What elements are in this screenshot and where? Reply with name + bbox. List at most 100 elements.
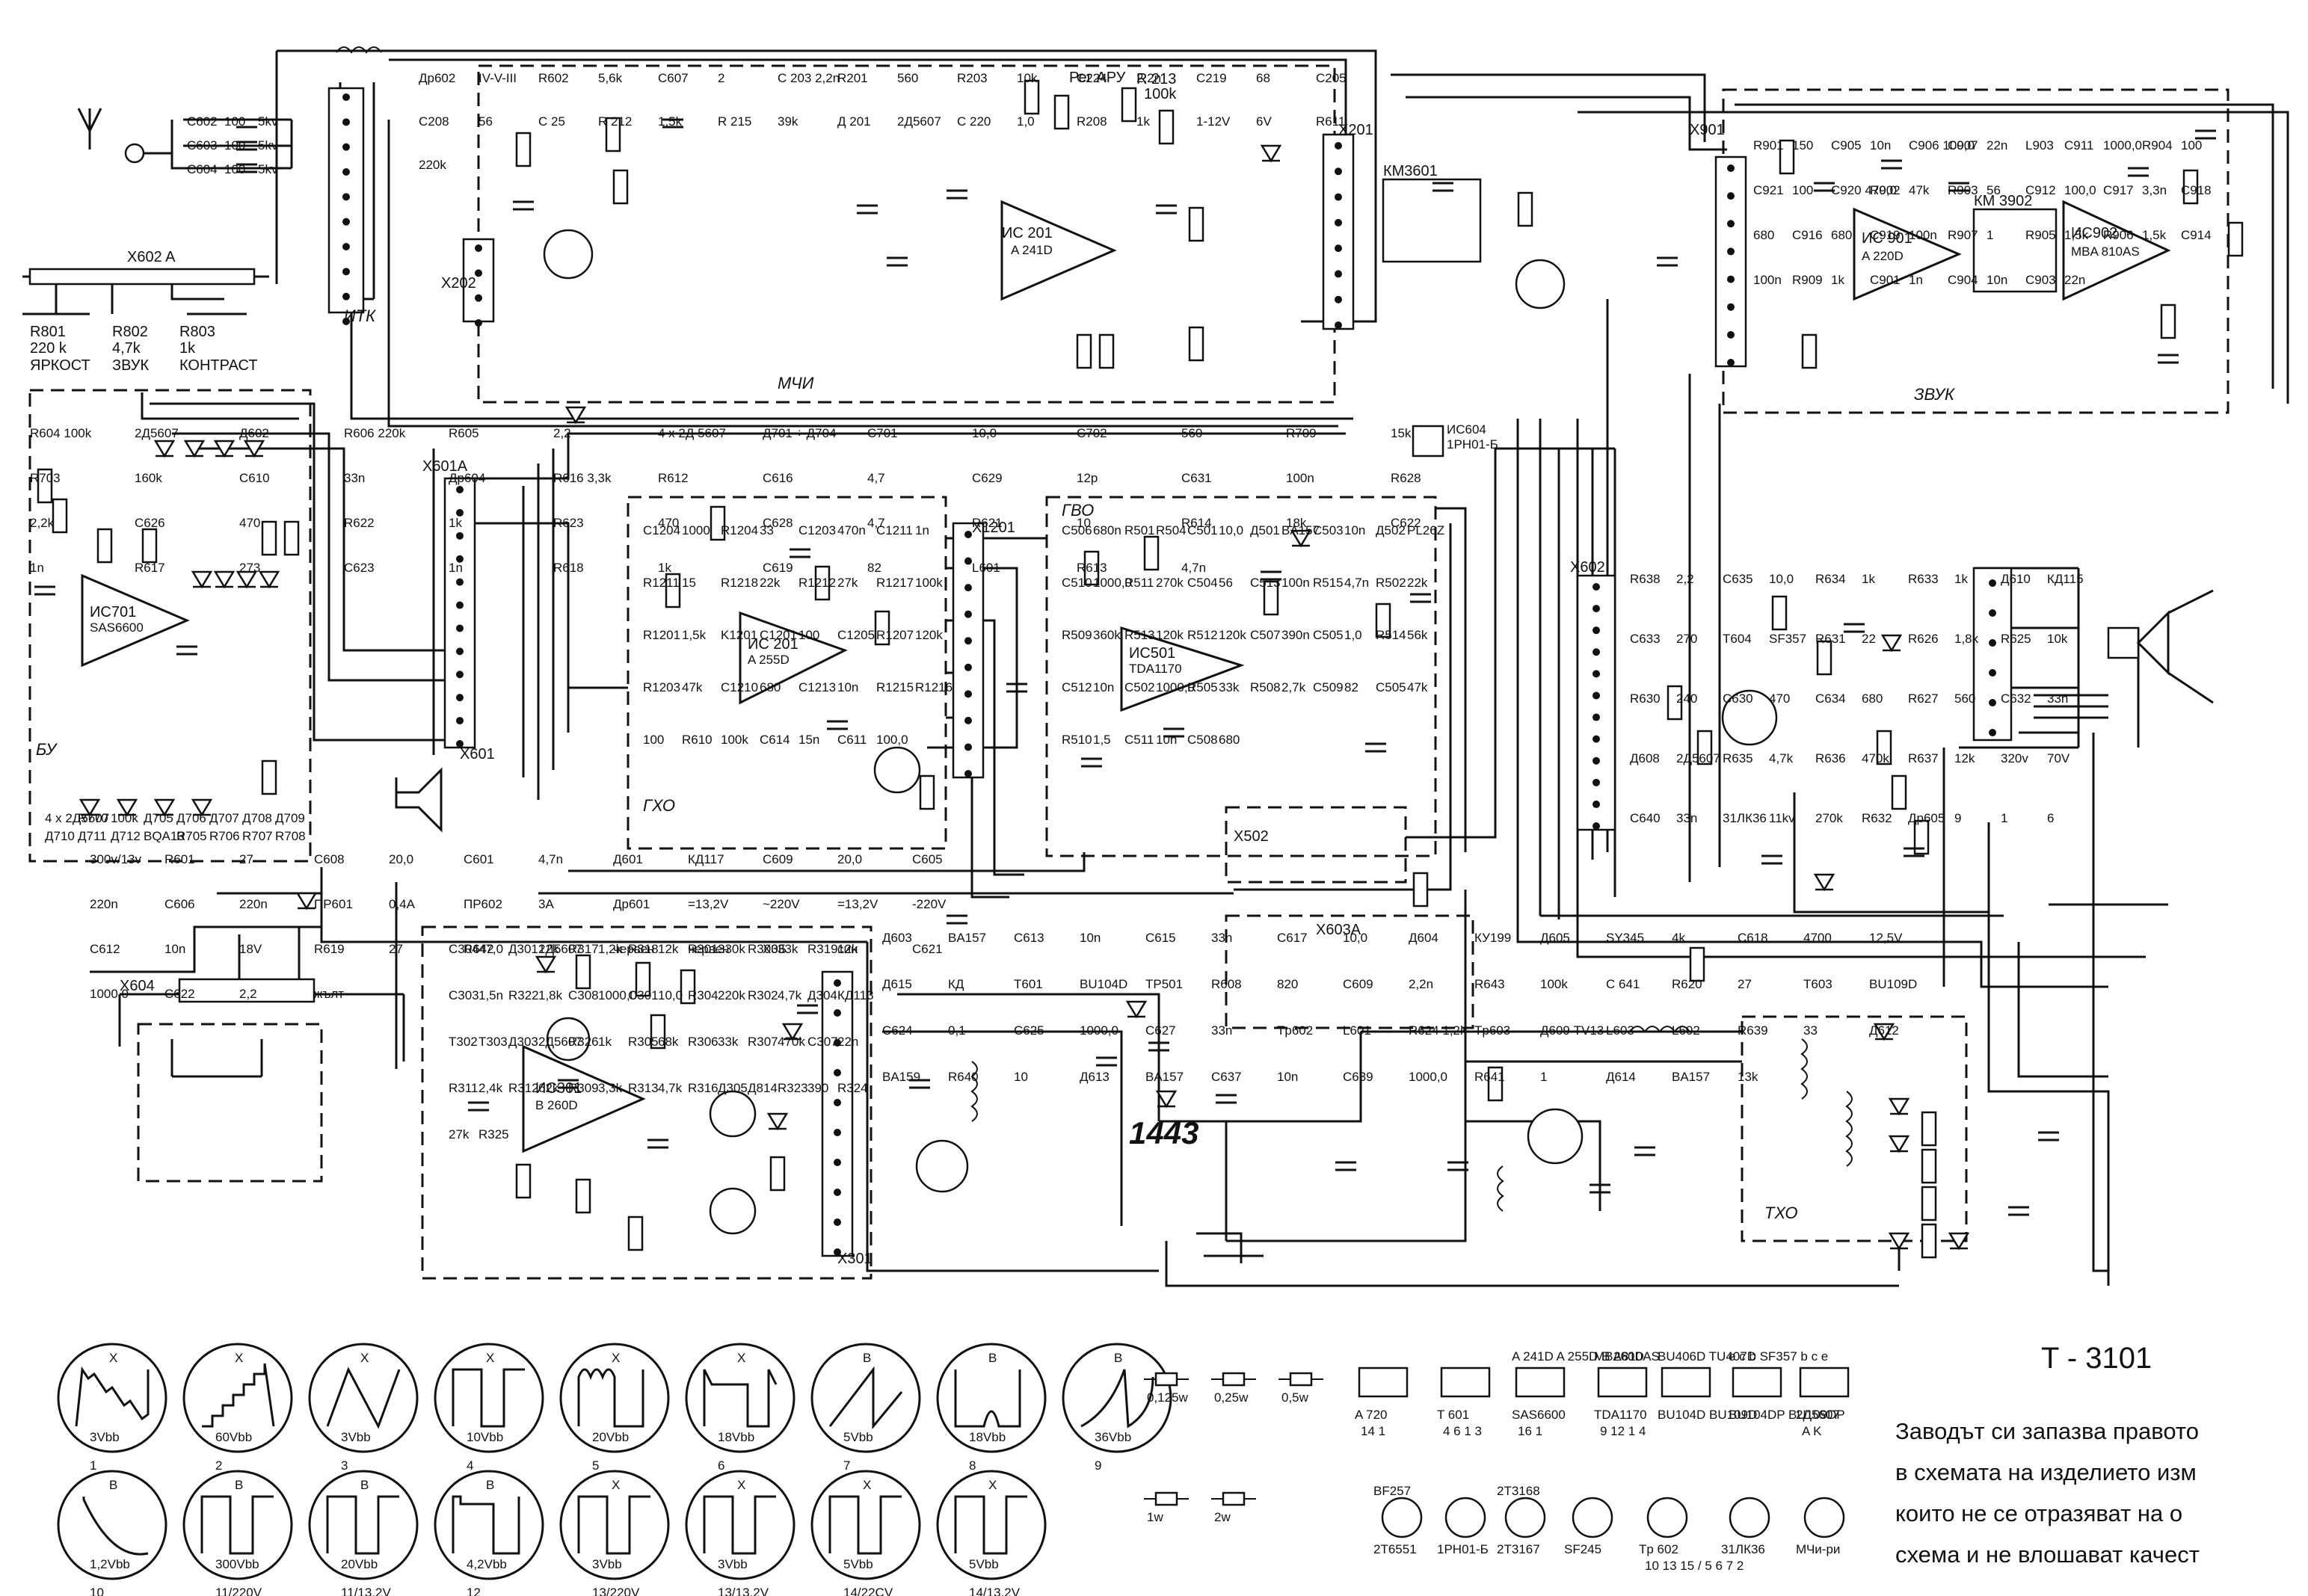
power-label: C609 [763, 852, 793, 866]
waveform-amplitude: 20Vbb [592, 1430, 629, 1444]
ic301_block-label: 4,7k [658, 1081, 683, 1095]
gvo-label: 680 [1219, 733, 1240, 747]
connector-x301 [821, 970, 854, 1257]
sound-label: C903 [2025, 273, 2056, 287]
power-label: 4,7n [538, 852, 563, 866]
connector-pin [1989, 669, 1996, 677]
diode [1125, 1000, 1148, 1019]
hout-label: 4k [1672, 931, 1685, 945]
sound-label: C911 [2064, 138, 2093, 152]
hout-label: BU109D [1869, 977, 1917, 991]
crt-label: R625 [2001, 632, 2031, 646]
hout-label: C637 [1211, 1070, 1242, 1084]
top-label: 1-12V [1196, 114, 1231, 129]
capacitor [1410, 593, 1431, 603]
gvo-label: R504 [1156, 523, 1187, 537]
connector-pin [1727, 303, 1735, 311]
diode [295, 892, 318, 911]
ic301_block-label: T302 [449, 1035, 478, 1049]
connector-x602a [28, 268, 256, 286]
top-label: 56 [478, 114, 493, 129]
gho-label: K1201 [721, 628, 757, 642]
resistor [283, 520, 300, 556]
label-ic604-part: 1РН01-Б [1447, 437, 1498, 452]
crt-31lk36 [2034, 589, 2214, 719]
gvo-label: R501 [1124, 523, 1155, 537]
label-ic201: ИС 201 [1002, 225, 1053, 241]
sound-label: C906 100,0 [1909, 138, 1975, 152]
sound-label: 1k [1831, 273, 1844, 287]
package-pins: 10 13 15 / 5 6 7 2 [1645, 1559, 1744, 1573]
power-label: Х0Б [763, 942, 787, 956]
hout-label: 2,2n [1409, 977, 1433, 991]
label-ic902-part: MBA 810AS [2071, 244, 2140, 259]
capacitor [1163, 727, 1184, 738]
resistor [650, 1014, 666, 1050]
resistor [141, 528, 158, 564]
waveform-tag: 8 [969, 1458, 976, 1473]
mid-label: C626 [135, 516, 165, 530]
top-label: C205 [1316, 71, 1347, 85]
waveform-tag: 13/13,2V [718, 1586, 769, 1596]
note-line-2: в схемата на изделието изм [1895, 1459, 2197, 1485]
ic301-block-outline [421, 925, 873, 1280]
mid-label: R612 [658, 471, 689, 485]
ic301_block-label: 10,0 [658, 988, 683, 1002]
ic301_block-label: R312 [508, 1081, 539, 1095]
waveform-amplitude: 3Vbb [90, 1430, 120, 1444]
package-legend-item: 31ЛК36 [1721, 1497, 1770, 1556]
resistor [769, 1156, 786, 1192]
bu_block-label: Д711 [78, 829, 107, 843]
package-name: BU104D BU109D [1658, 1408, 1757, 1422]
scope-screen [810, 1343, 921, 1453]
coil-tp602 [1497, 1165, 1504, 1212]
connector-pin [1727, 359, 1735, 366]
resistor [627, 1216, 644, 1251]
sound-label: C918 [2181, 183, 2212, 197]
top-label: C 25 [538, 114, 565, 129]
top-label: Д 201 [837, 114, 871, 129]
resistor-legend-item: 0,125w [1144, 1372, 1189, 1405]
crt-label: 270k [1815, 811, 1843, 825]
hout-label: BA157 [1145, 1070, 1184, 1084]
power-label: R642 [464, 942, 494, 956]
gvo-label: C506 [1062, 523, 1092, 537]
connector-pin [456, 601, 464, 609]
power-label: C621 [912, 942, 943, 956]
diode [1880, 634, 1903, 653]
hout-label: 33 [1803, 1023, 1818, 1038]
power-label: 12k [538, 942, 559, 956]
mid-label: 2Д5607 [135, 426, 179, 440]
connector-pin [456, 578, 464, 586]
label-ic701: ИС701 [90, 604, 136, 620]
gho-label: C1201 [760, 628, 797, 642]
waveform-channel: X [109, 1351, 117, 1365]
mid-label: 1k [658, 561, 671, 575]
ic301_block-label: 470k [778, 1035, 805, 1049]
capacitor [236, 118, 257, 129]
power-label: 220n [90, 897, 118, 911]
resistor [919, 774, 935, 810]
resistor [635, 961, 651, 997]
hout-label: 820 [1277, 977, 1298, 991]
waveform-trace [452, 1495, 520, 1555]
mid-label: R623 [553, 516, 584, 530]
crt-label: 33n [1676, 811, 1697, 825]
power-label: 27 [239, 852, 253, 866]
top-label: 2 [718, 71, 724, 85]
connector-pin [834, 1129, 841, 1136]
gho-label: 22k [760, 576, 781, 590]
gvo-label: R502 [1376, 576, 1406, 590]
capacitor [2038, 1131, 2059, 1141]
waveform-channel: X [360, 1351, 369, 1365]
label-km3902: КМ 3902 [1974, 193, 2032, 209]
crt-label: 270 [1676, 632, 1697, 646]
connector-pin [964, 743, 972, 751]
sound-label: 1,5k [2142, 228, 2167, 242]
mid-label: 12p [1077, 471, 1098, 485]
model-title: T - 3101 [2041, 1342, 2152, 1375]
scope-screen [810, 1470, 921, 1580]
resistor [1517, 191, 1533, 227]
